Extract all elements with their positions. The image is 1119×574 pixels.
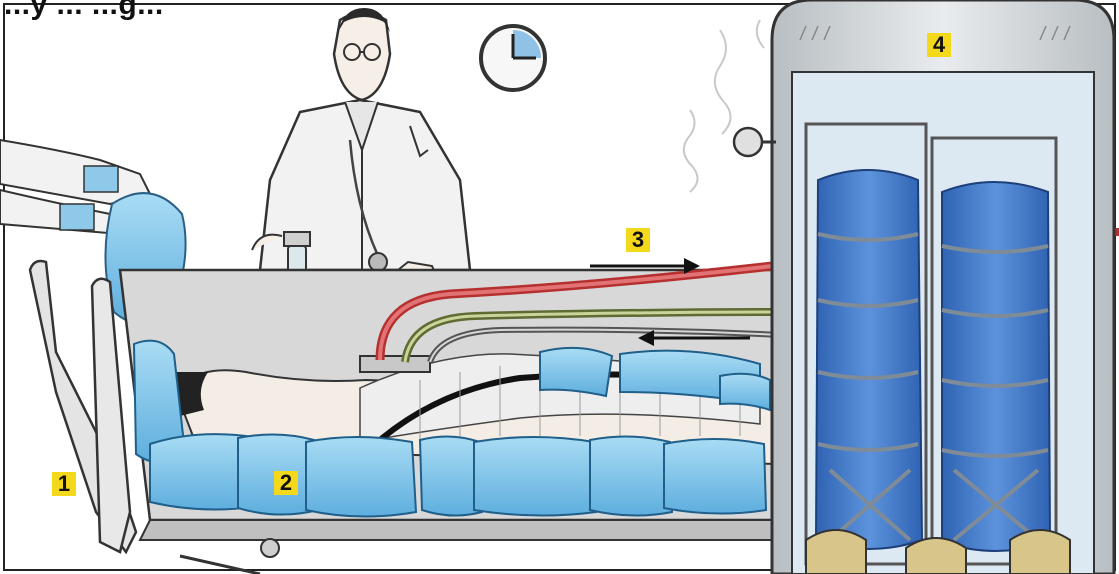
cropped-title: ...y ... ...g... (4, 0, 164, 22)
pressure-gauge-icon (734, 128, 762, 156)
step-label-4: 4 (927, 33, 951, 57)
wall-clock (481, 26, 545, 90)
steam (684, 20, 764, 192)
step-label-3: 3 (626, 228, 650, 252)
step-label-1: 1 (52, 472, 76, 496)
step-label-2: 2 (274, 471, 298, 495)
